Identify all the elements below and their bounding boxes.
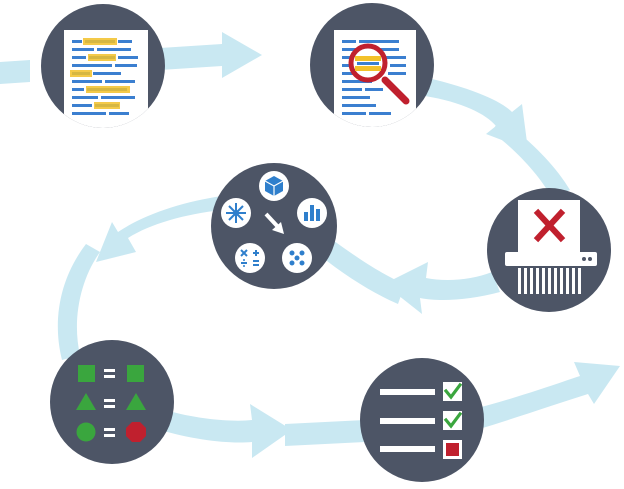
shredder-body	[505, 252, 597, 266]
flow-arrow-entry	[0, 60, 30, 84]
step-search	[310, 3, 434, 127]
step-compare	[50, 340, 174, 464]
flow-arrow-exit	[470, 362, 620, 430]
down-right-arrow-icon	[264, 212, 284, 234]
magnifier-icon	[348, 43, 410, 105]
step-checklist	[360, 358, 484, 482]
flow-arrow-3-4-body	[318, 238, 405, 304]
square-equals-square	[78, 365, 144, 382]
triangle-equals-triangle	[76, 393, 146, 410]
flow-arrow-5-6	[160, 404, 292, 458]
flow-arrow-5-6-bridge	[285, 420, 365, 446]
reject-x-icon	[533, 208, 566, 243]
shredded-strips	[518, 268, 581, 294]
math-operators-icon	[235, 243, 265, 273]
step-document	[41, 4, 165, 128]
checklist-row-2	[380, 411, 463, 430]
network-icon	[221, 198, 251, 228]
step-analyze	[211, 163, 337, 289]
flow-arrow-1-2	[160, 32, 262, 78]
scatter-dots-icon	[282, 243, 312, 273]
flow-arrow-2-3-tail	[492, 118, 570, 198]
flow-arrow-4-5-tail	[57, 244, 100, 360]
step-shred	[487, 188, 611, 312]
flow-arrow-3-4	[384, 262, 500, 314]
circle-equals-octagon	[76, 422, 146, 442]
checklist-row-1	[380, 382, 463, 401]
checklist-row-3	[380, 440, 462, 459]
bar-chart-icon	[297, 198, 327, 228]
cube-icon	[259, 171, 289, 201]
flow-arrow-4-5	[96, 196, 222, 262]
flow-arrows	[0, 32, 620, 458]
